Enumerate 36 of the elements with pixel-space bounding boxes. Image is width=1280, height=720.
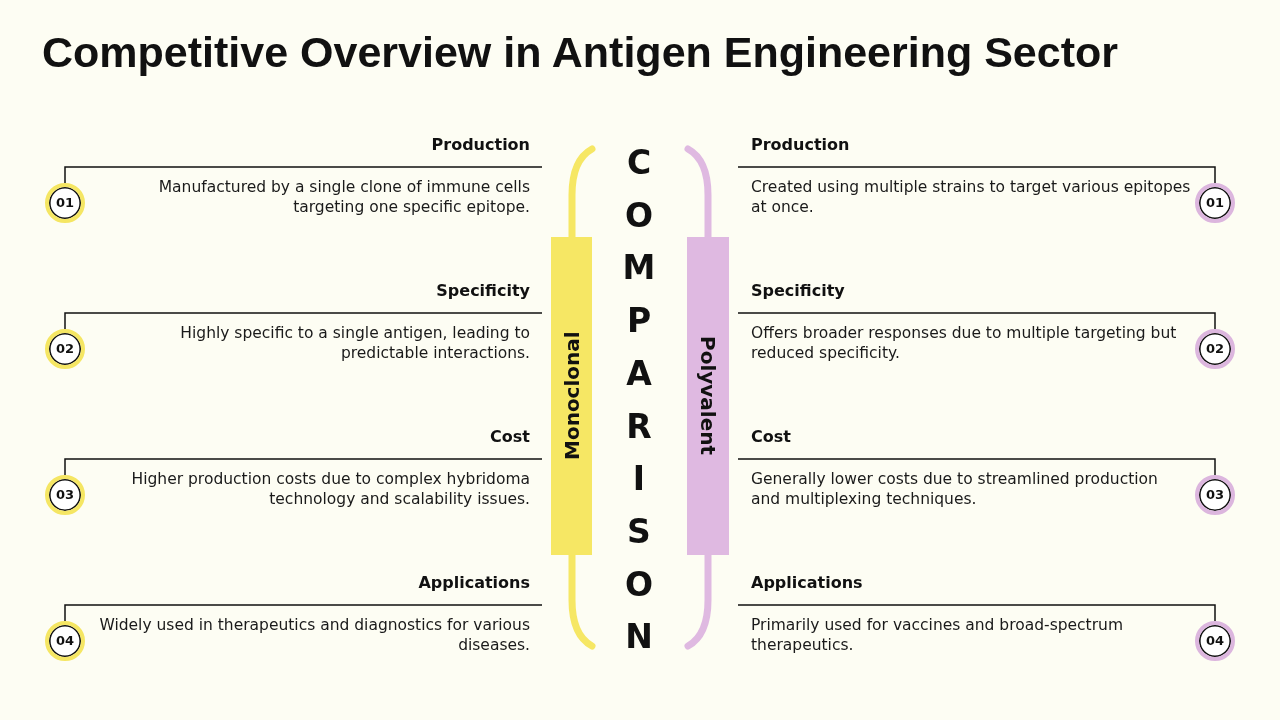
item-description: Created using multiple strains to target various epitopes at once. (751, 178, 1191, 217)
number-circle: 03 (45, 475, 85, 515)
number-circle: 01 (45, 183, 85, 223)
connector-line (64, 604, 543, 622)
item-description: Generally lower costs due to streamlined production and multiplexing techniques. (751, 470, 1159, 509)
connector-line (64, 312, 543, 330)
item-description: Widely used in therapeutics and diagnostics for various diseases. (98, 616, 530, 655)
connector-line (737, 166, 1216, 184)
number-circle: 04 (1195, 621, 1235, 661)
item-description: Primarily used for vaccines and broad-spectrum therapeutics. (751, 616, 1124, 655)
item-heading: Cost (751, 426, 791, 448)
connector-line (737, 604, 1216, 622)
number-circle: 03 (1195, 475, 1235, 515)
item-heading: Specificity (751, 280, 845, 302)
connector-line (737, 312, 1216, 330)
item-heading: Cost (490, 426, 530, 448)
item-heading: Applications (418, 572, 530, 594)
category-band: Polyvalent (687, 237, 729, 555)
item-heading: Production (431, 134, 530, 156)
number-circle: 01 (1195, 183, 1235, 223)
item-description: Manufactured by a single clone of immune cells targeting one specific epitope. (157, 178, 530, 217)
item-description: Highly specific to a single antigen, leading to predictable interactions. (179, 324, 530, 363)
connector-line (64, 458, 543, 476)
number-circle: 04 (45, 621, 85, 661)
number-circle: 02 (45, 329, 85, 369)
slide-title: Competitive Overview in Antigen Engineering Sector (42, 27, 1118, 77)
item-heading: Specificity (436, 280, 530, 302)
number-circle: 02 (1195, 329, 1235, 369)
connector-line (737, 458, 1216, 476)
category-band: Monoclonal (551, 237, 592, 555)
item-description: Higher production costs due to complex hybridoma technology and scalability issues. (130, 470, 530, 509)
connector-line (64, 166, 543, 184)
item-heading: Applications (751, 572, 863, 594)
vertical-heading: COMPARISON (622, 142, 656, 659)
item-heading: Production (751, 134, 850, 156)
item-description: Offers broader responses due to multiple targeting but reduced specificity. (751, 324, 1178, 363)
